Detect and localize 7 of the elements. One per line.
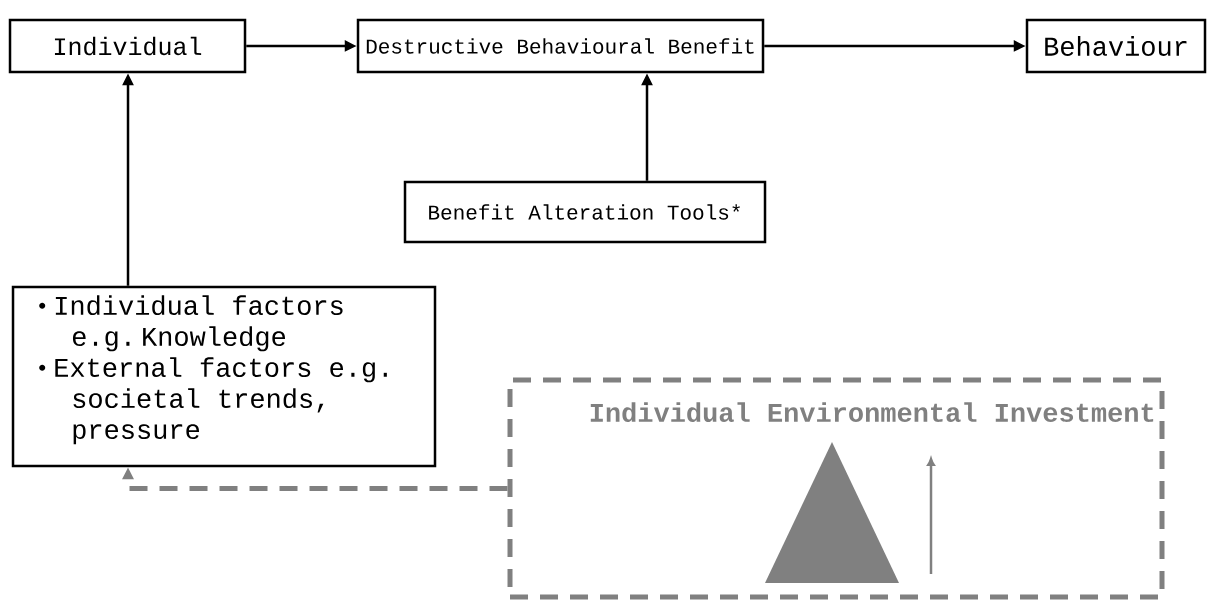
box: Individual factors e.g. Knowledge External factors e.g. societal trends, pressure: [11, 285, 437, 468]
dashed-box: Individual Environmental Investment: [507, 377, 1165, 600]
box: Destructive Behavioural Benefit: [356, 18, 765, 74]
triangle: [765, 442, 899, 583]
box: Individual: [8, 18, 247, 74]
box: Behaviour: [1025, 18, 1207, 74]
box: Benefit Alteration Tools*: [403, 180, 767, 244]
